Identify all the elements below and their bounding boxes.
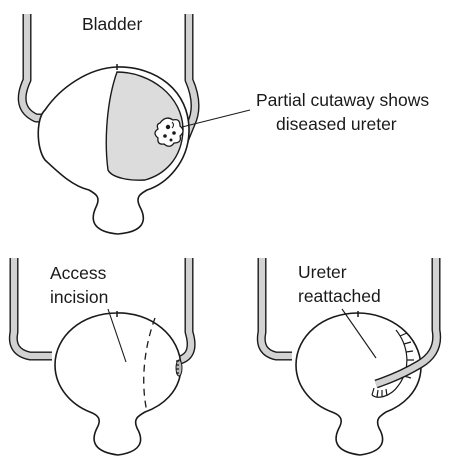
- panel-top: Bladder Partial cutaway shows diseased u…: [22, 14, 429, 234]
- left-ureter-br: [261, 258, 292, 356]
- left-ureter-bl: [13, 258, 52, 356]
- right-ureter-bl: [180, 258, 191, 360]
- label-cutaway-line1: Partial cutaway shows: [256, 90, 429, 110]
- label-bladder: Bladder: [82, 14, 142, 34]
- panel-bottom-right: Ureter reattached: [261, 258, 436, 455]
- bladder-bottom-left: [55, 313, 181, 455]
- label-ureter-line2: reattached: [298, 286, 381, 306]
- panel-bottom-left: Access incision: [13, 258, 191, 455]
- label-cutaway-line2: diseased ureter: [276, 114, 397, 134]
- label-ureter-line1: Ureter: [298, 262, 347, 282]
- label-access-line1: Access: [50, 263, 107, 283]
- ureter-end-stitches-bl: [176, 360, 182, 376]
- label-access-line2: incision: [50, 287, 108, 307]
- bladder-bottom-right: [296, 313, 421, 455]
